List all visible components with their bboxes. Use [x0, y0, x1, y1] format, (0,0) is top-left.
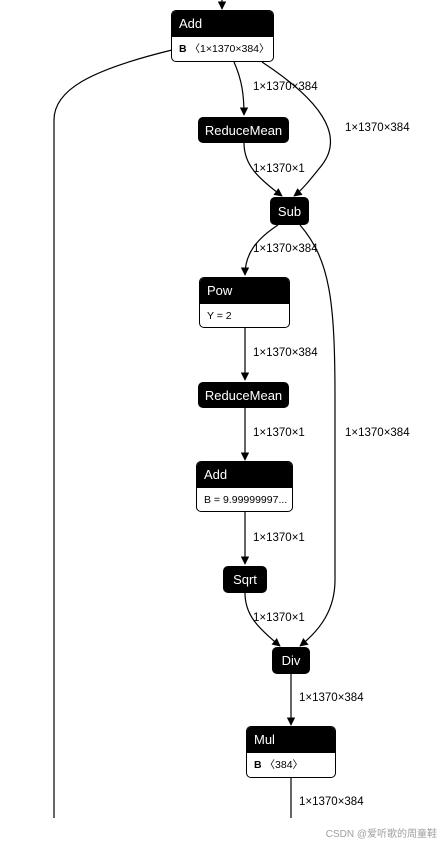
edge-label-div-to-mul: 1×1370×384	[299, 692, 364, 704]
node-reducemean-2-title: ReduceMean	[204, 387, 283, 403]
edge-label-reducemean-to-add: 1×1370×1	[253, 427, 305, 439]
edge-label-add-to-sub: 1×1370×384	[345, 122, 410, 134]
edge-sub-to-pow	[240, 224, 279, 276]
edge-label-add-to-sqrt: 1×1370×1	[253, 532, 305, 544]
node-add-2-attr: B = 9.99999997...	[204, 494, 288, 506]
node-add-1-attr-value: 〈1×1370×384〉	[189, 43, 270, 55]
edge-sqrt-to-div	[244, 592, 281, 647]
node-sub-title: Sub	[277, 203, 302, 219]
edge-add-to-reducemean	[233, 61, 249, 116]
node-mul-attr-value: 〈384〉	[264, 759, 304, 771]
node-mul-attr-name: B	[254, 759, 262, 771]
node-add-1[interactable]: Add B 〈1×1370×384〉	[171, 10, 274, 62]
node-add-1-attr: B 〈1×1370×384〉	[172, 37, 273, 61]
edge-label-sqrt-to-div: 1×1370×1	[253, 612, 305, 624]
edge-label-sub-to-div: 1×1370×384	[345, 427, 410, 439]
node-div[interactable]: Div	[272, 647, 310, 674]
edge-label-sub-to-pow: 1×1370×384	[253, 243, 318, 255]
edge-label-pow-to-reducemean: 1×1370×384	[253, 347, 318, 359]
edge-add-to-sub	[261, 61, 332, 197]
node-pow-attr: Y = 2	[207, 310, 232, 322]
node-add-2-title: Add	[197, 462, 292, 488]
edge-label-add-to-reducemean: 1×1370×384	[253, 81, 318, 93]
node-mul[interactable]: Mul B 〈384〉	[246, 726, 336, 778]
edge-label-reducemean-to-sub: 1×1370×1	[253, 163, 305, 175]
node-add-2[interactable]: Add B = 9.99999997...	[196, 461, 293, 512]
edge-label-mul-out: 1×1370×384	[299, 796, 364, 808]
node-add-1-title: Add	[172, 11, 273, 37]
node-sub[interactable]: Sub	[270, 197, 309, 225]
node-reducemean-2[interactable]: ReduceMean	[198, 382, 289, 408]
node-reducemean-1[interactable]: ReduceMean	[198, 117, 289, 143]
edge-sub-to-div	[299, 224, 336, 647]
watermark: CSDN @爱听歌的周童鞋	[325, 829, 437, 840]
node-div-title: Div	[281, 653, 301, 668]
node-mul-title: Mul	[247, 727, 335, 753]
node-reducemean-1-title: ReduceMean	[204, 122, 283, 138]
node-add-1-attr-name: B	[179, 43, 187, 55]
edge-add-residual	[53, 49, 173, 818]
node-pow-title: Pow	[200, 278, 289, 304]
node-sqrt[interactable]: Sqrt	[223, 566, 267, 593]
node-sqrt-title: Sqrt	[233, 572, 257, 587]
node-mul-attr: B 〈384〉	[247, 753, 335, 777]
node-pow[interactable]: Pow Y = 2	[199, 277, 290, 328]
edge-reducemean-to-sub	[243, 142, 283, 197]
